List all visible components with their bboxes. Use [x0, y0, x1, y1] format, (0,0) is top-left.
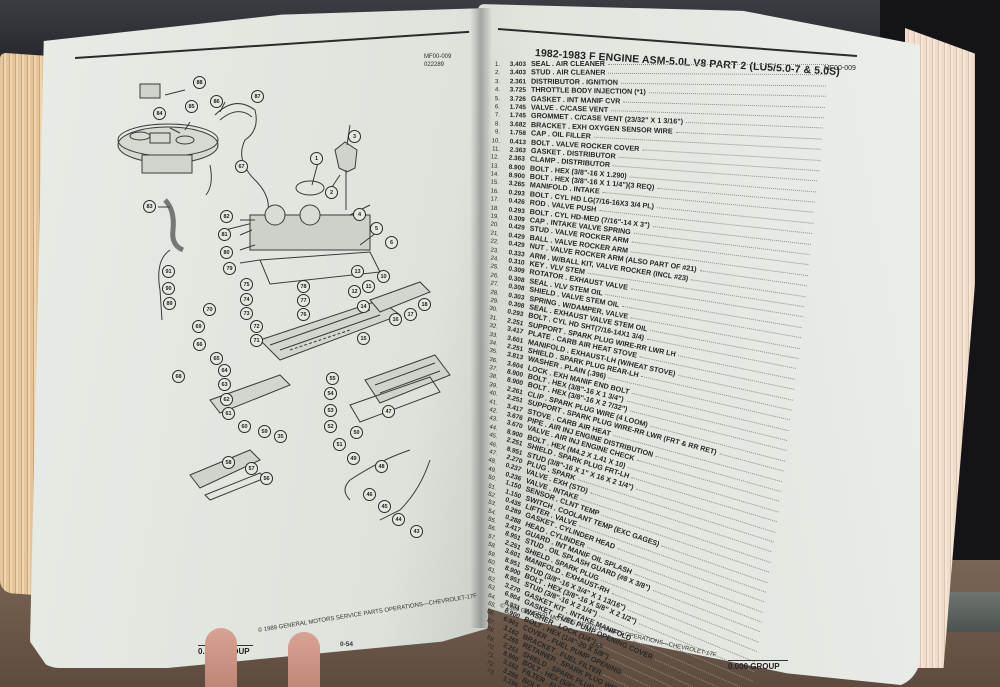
diagram-date: 022289: [424, 62, 445, 68]
callout-18: 18: [418, 298, 431, 311]
callout-90: 90: [162, 282, 175, 295]
callout-91: 91: [162, 265, 175, 278]
leader-dots: [608, 72, 827, 76]
callout-82: 82: [220, 210, 233, 223]
thumb: [205, 628, 237, 687]
callout-4: 4: [353, 208, 366, 221]
callout-15: 15: [357, 332, 370, 345]
callout-6: 6: [385, 236, 398, 249]
callout-14: 14: [357, 300, 370, 313]
callout-49: 49: [347, 452, 360, 465]
callout-75: 75: [240, 278, 253, 291]
callout-61: 61: [222, 407, 235, 420]
callout-69: 69: [192, 320, 205, 333]
callout-72: 72: [250, 320, 263, 333]
callout-86: 86: [210, 95, 223, 108]
callout-44: 44: [392, 513, 405, 526]
leader-dots: [648, 92, 826, 97]
callout-54: 54: [324, 387, 337, 400]
right-footer-group: 0.000 GROUP: [728, 660, 788, 671]
finger: [288, 632, 320, 687]
callout-76: 76: [297, 308, 310, 321]
callout-48: 48: [375, 460, 388, 473]
callout-83: 83: [143, 200, 156, 213]
callout-50: 50: [350, 426, 363, 439]
callout-17: 17: [404, 308, 417, 321]
callout-11: 11: [362, 280, 375, 293]
callout-2: 2: [325, 186, 338, 199]
callout-71: 71: [250, 334, 263, 347]
callout-47: 47: [382, 405, 395, 418]
callout-5: 5: [370, 222, 383, 235]
diagram-code: MF00-009: [424, 54, 452, 60]
left-diagram-code: MF00-009 022289: [424, 53, 451, 69]
book-gutter: [470, 8, 492, 628]
callout-67: 67: [235, 160, 248, 173]
callout-81: 81: [218, 228, 231, 241]
callout-46: 46: [363, 488, 376, 501]
callout-65: 65: [210, 352, 223, 365]
right-page-number: 0-55: [590, 643, 604, 650]
callout-45: 45: [378, 500, 391, 513]
leader-dots: [607, 63, 828, 65]
leader-dots: [623, 100, 825, 108]
callout-78: 78: [297, 280, 310, 293]
callout-3: 3: [348, 130, 361, 143]
item-number: 1.: [494, 62, 500, 68]
callout-53: 53: [324, 404, 337, 417]
part-description: SEAL . AIR CLEANER: [531, 59, 605, 68]
callout-64: 64: [218, 364, 231, 377]
left-page-number: 0-54: [340, 641, 354, 648]
callout-80: 80: [220, 246, 233, 259]
right-page: [478, 4, 920, 687]
callout-52: 52: [324, 420, 337, 433]
callout-74: 74: [240, 293, 253, 306]
callout-63: 63: [218, 378, 231, 391]
callout-56: 56: [260, 472, 273, 485]
callout-89: 89: [163, 297, 176, 310]
callout-51: 51: [333, 438, 346, 451]
callout-43: 43: [410, 525, 423, 538]
callout-62: 62: [220, 393, 233, 406]
callout-85: 85: [185, 100, 198, 113]
callout-12: 12: [348, 285, 361, 298]
callout-10: 10: [377, 270, 390, 283]
right-diagram-code: MF00-009: [824, 65, 856, 72]
callout-58: 58: [222, 456, 235, 469]
callout-66: 66: [193, 338, 206, 351]
group-number: 3.403: [509, 61, 526, 68]
callout-73: 73: [240, 307, 253, 320]
parts-list-row: 1. 3.403 SEAL . AIR CLEANER: [488, 59, 828, 68]
leader-dots: [685, 121, 823, 129]
callout-88: 88: [193, 76, 206, 89]
callout-35: 35: [274, 430, 287, 443]
callout-60: 60: [238, 420, 251, 433]
callout-68: 68: [172, 370, 185, 383]
callout-84: 84: [153, 107, 166, 120]
callout-87: 87: [251, 90, 264, 103]
callout-55: 55: [326, 372, 339, 385]
callout-59: 59: [258, 425, 271, 438]
callout-1: 1: [310, 152, 323, 165]
exploded-engine-diagram: 88 84 85 86 87 3 1 2 67 83 82 4 81 80 79…: [110, 70, 480, 550]
callout-70: 70: [203, 303, 216, 316]
callout-57: 57: [245, 462, 258, 475]
leader-dots: [620, 82, 826, 87]
callout-79: 79: [223, 262, 236, 275]
callout-16: 16: [389, 313, 402, 326]
callout-13: 13: [351, 265, 364, 278]
callout-77: 77: [297, 294, 310, 307]
